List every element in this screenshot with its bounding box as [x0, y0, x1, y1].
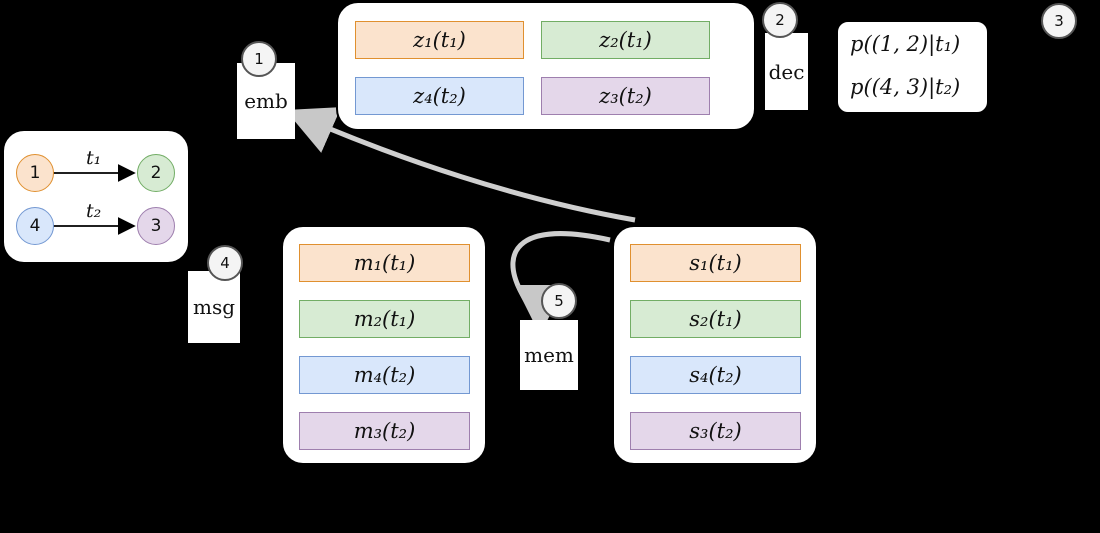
- step-badge-1: 1: [241, 41, 277, 77]
- memory-to-emb-arrow: [285, 107, 636, 223]
- memory-cell-s2: s₂(t₁): [630, 300, 801, 338]
- embedding-cell-z3: z₃(t₂): [541, 77, 710, 115]
- embedding-cell-z4: z₄(t₂): [355, 77, 524, 115]
- prediction-edge-1-2: p((1, 2)|t₁): [850, 32, 961, 56]
- embedding-cell-z1: z₁(t₁): [355, 21, 524, 59]
- step-badge-5: 5: [541, 283, 577, 319]
- predictions-panel: p((1, 2)|t₁) p((4, 3)|t₂): [836, 20, 989, 114]
- embedding-cell-z2: z₂(t₁): [541, 21, 710, 59]
- message-cell-m3: m₃(t₂): [299, 412, 470, 450]
- messages-panel: m₁(t₁) m₂(t₁) m₄(t₂) m₃(t₂): [281, 225, 487, 465]
- emb-label: emb: [237, 63, 295, 139]
- msg-label: msg: [188, 271, 240, 343]
- prediction-edge-4-3: p((4, 3)|t₂): [850, 75, 961, 99]
- graph-edge-label-t1: t₁: [86, 147, 102, 169]
- graph-node-4: 4: [16, 207, 54, 245]
- temporal-graph-panel: 1 2 4 3 t₁ t₂: [2, 129, 190, 264]
- memory-cell-s1: s₁(t₁): [630, 244, 801, 282]
- step-badge-3: 3: [1041, 3, 1077, 39]
- embeddings-panel: z₁(t₁) z₂(t₁) z₄(t₂) z₃(t₂): [336, 1, 756, 131]
- message-cell-m2: m₂(t₁): [299, 300, 470, 338]
- graph-node-1: 1: [16, 154, 54, 192]
- dec-label: dec: [765, 33, 808, 110]
- step-badge-4: 4: [207, 245, 243, 281]
- graph-edges: [53, 164, 136, 235]
- step-badge-2: 2: [762, 2, 798, 38]
- memory-cell-s4: s₄(t₂): [630, 356, 801, 394]
- message-cell-m4: m₄(t₂): [299, 356, 470, 394]
- memory-cell-s3: s₃(t₂): [630, 412, 801, 450]
- graph-node-2: 2: [137, 154, 175, 192]
- mem-label: mem: [520, 320, 578, 390]
- graph-edge-label-t2: t₂: [86, 200, 102, 222]
- message-cell-m1: m₁(t₁): [299, 244, 470, 282]
- memory-panel: s₁(t₁) s₂(t₁) s₄(t₂) s₃(t₂): [612, 225, 818, 465]
- graph-node-3: 3: [137, 207, 175, 245]
- memory-loop-arrow: [510, 231, 611, 335]
